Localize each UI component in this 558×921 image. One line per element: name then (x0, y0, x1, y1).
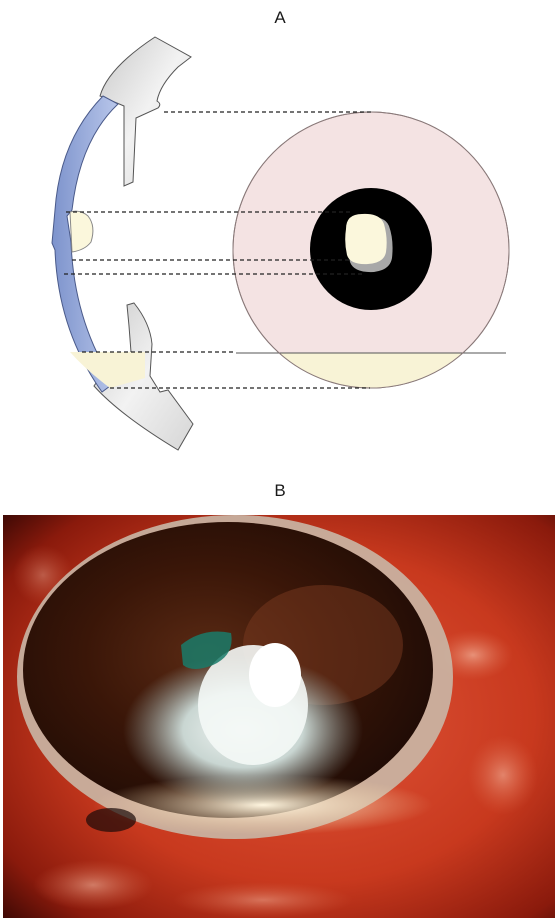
sclera-upper (100, 37, 191, 186)
corneal-opacity-hotspot (249, 643, 301, 707)
front-view (230, 112, 520, 393)
conjunctival-follicle (33, 860, 153, 910)
hypopyon-front (230, 353, 520, 393)
cross-section (52, 37, 193, 450)
eye-cross-section-diagram (0, 30, 558, 470)
panel-label-a: A (260, 8, 300, 28)
clinical-eye-photo (3, 515, 555, 918)
panel-label-b: B (260, 481, 300, 501)
pupil-shadow (86, 808, 136, 832)
conjunctival-follicle (468, 735, 538, 815)
conjunctival-follicle (173, 882, 353, 918)
exudate-front (345, 214, 386, 264)
exudate-side (70, 211, 93, 252)
